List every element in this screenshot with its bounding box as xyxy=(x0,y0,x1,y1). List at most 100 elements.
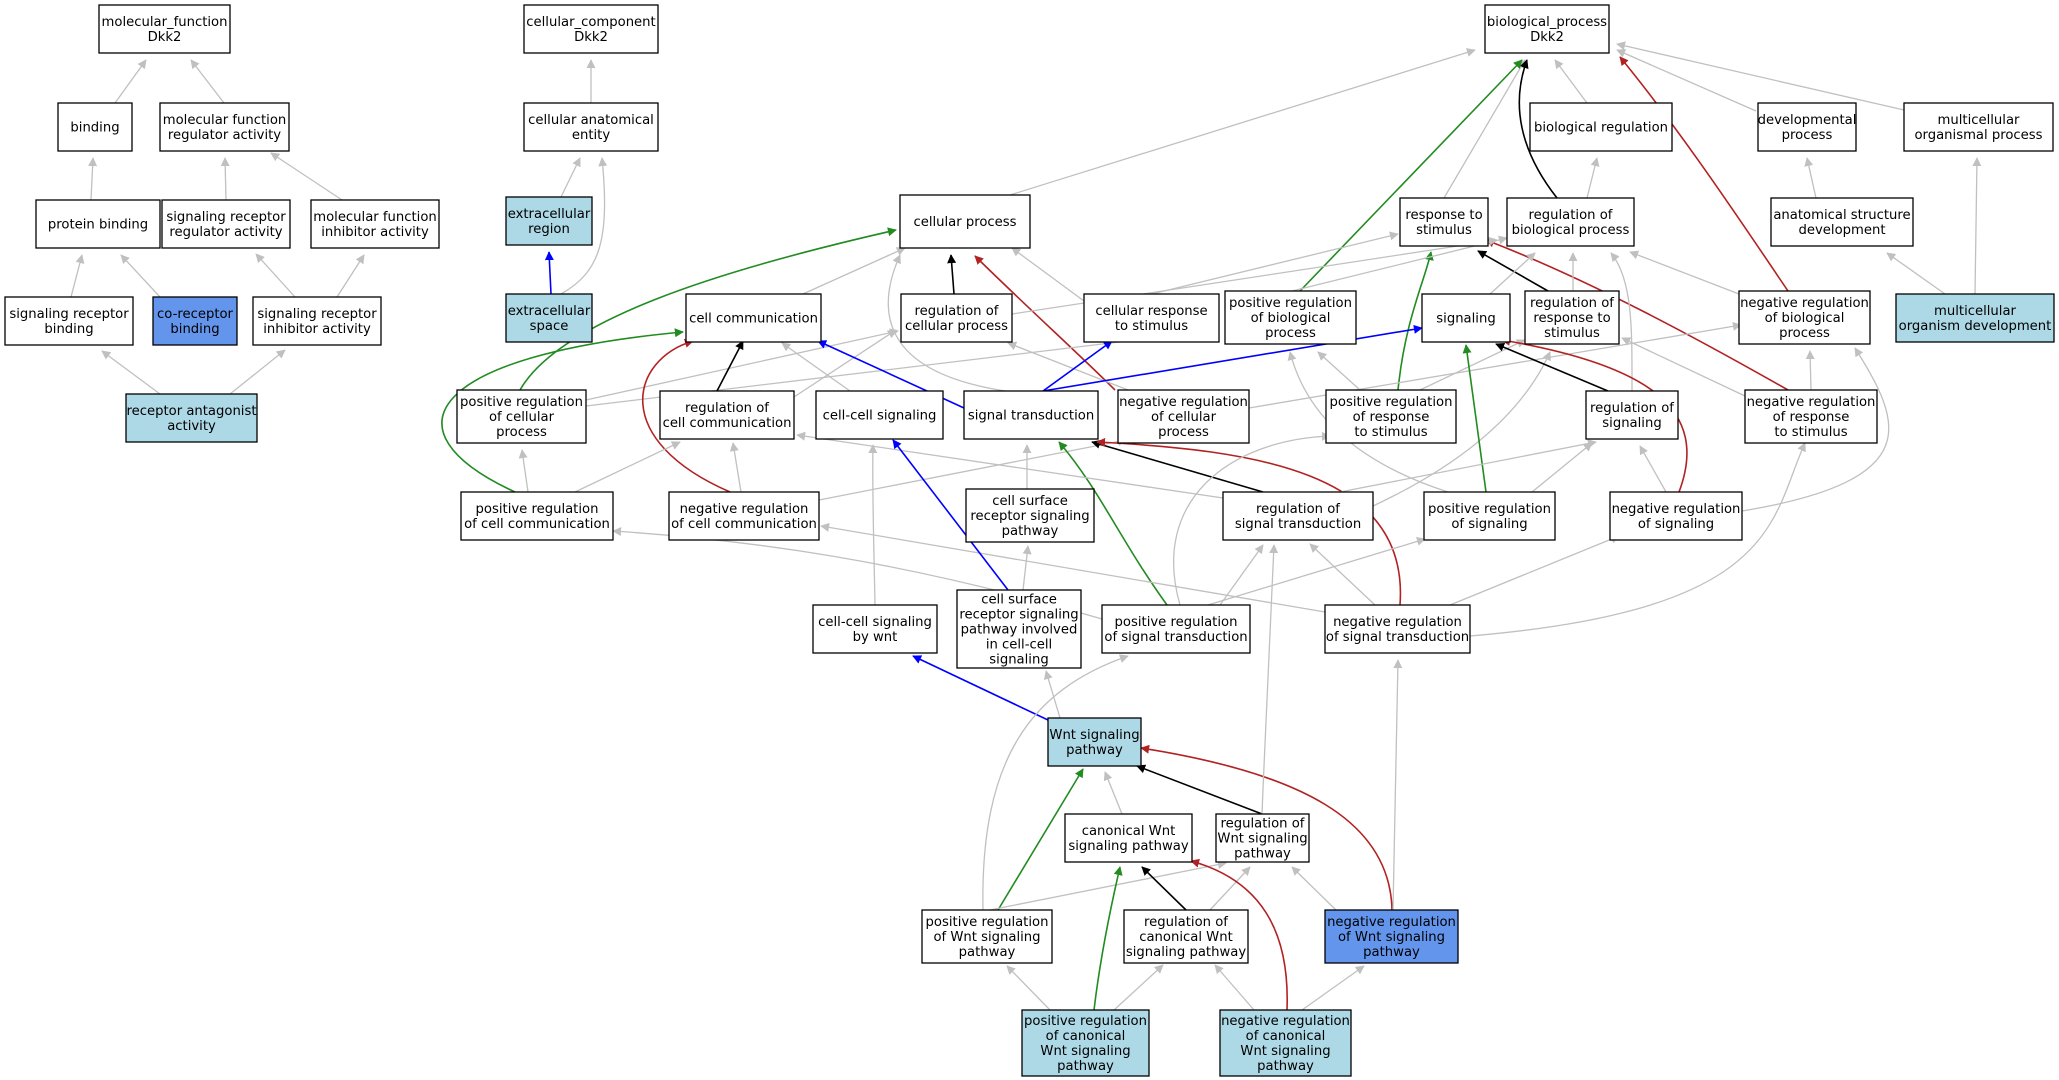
edge-is-a-ecs-to-cae xyxy=(560,157,608,295)
node-label: pathway xyxy=(1002,524,1059,539)
node-sigtrans[interactable]: signal transduction xyxy=(963,390,1099,440)
node-signaling[interactable]: signaling xyxy=(1421,293,1511,343)
node-label: binding xyxy=(170,322,219,337)
node-box xyxy=(900,293,1013,343)
edge-is-a-posregcanwnt-to-regcanwnt xyxy=(1113,964,1164,1011)
node-label: negative regulation xyxy=(1327,915,1456,930)
node-box xyxy=(35,199,161,249)
node-bioreg[interactable]: biological regulation xyxy=(1529,102,1673,152)
node-label: regulator activity xyxy=(168,128,281,143)
node-label: response to xyxy=(1405,208,1482,223)
edge-is-a-mod-to-mop xyxy=(1972,157,1982,295)
node-protbind[interactable]: protein binding xyxy=(35,199,161,249)
node-ccsig[interactable]: cell-cell signaling xyxy=(815,390,944,440)
node-label: biological regulation xyxy=(1534,121,1668,136)
node-label: Dkk2 xyxy=(574,30,608,45)
edge-is-a-negregcanwnt-to-negregwnt xyxy=(1301,965,1365,1011)
node-box xyxy=(4,296,134,346)
node-box xyxy=(921,909,1053,964)
node-label: cell surface xyxy=(981,593,1057,608)
edge-is-a-negregcanwnt-to-regcanwnt xyxy=(1214,964,1255,1011)
node-label: process xyxy=(1779,326,1830,341)
edge-is-a-cellcomm-to-cellproc xyxy=(802,247,906,295)
edge-is-a-asd-to-devproc xyxy=(1804,157,1817,199)
node-box xyxy=(1585,390,1679,440)
node-box xyxy=(125,393,258,443)
node-label: extracellular xyxy=(508,207,591,222)
node-cellcomm[interactable]: cell communication xyxy=(685,293,822,343)
node-label: inhibitor activity xyxy=(321,225,429,240)
node-label: process xyxy=(1782,128,1833,143)
edge-is-a-mop-to-bp xyxy=(1616,41,1905,111)
edge-is-a-mfra-to-mf xyxy=(190,59,225,104)
edge-is-a-negregsig-to-regsig xyxy=(1639,445,1667,493)
edge-is-a-sria-to-mfia xyxy=(336,254,365,298)
edge-is-a-regbp-to-bioreg xyxy=(1586,157,1600,199)
node-box xyxy=(1895,293,2055,343)
node-label: development xyxy=(1799,223,1886,238)
node-box xyxy=(1421,293,1511,343)
node-label: of Wnt signaling xyxy=(1338,930,1445,945)
node-label: extracellular xyxy=(508,304,591,319)
edge-is-a-devproc-to-bp xyxy=(1616,49,1757,112)
node-binding[interactable]: binding xyxy=(57,102,133,152)
edge-positively-regulates-posregcanwnt-to-canwnt xyxy=(1093,866,1123,1011)
node-label: to stimulus xyxy=(1774,425,1847,440)
node-box xyxy=(252,296,382,346)
node-label: regulation of xyxy=(1530,296,1614,311)
node-cellproc[interactable]: cellular process xyxy=(899,194,1031,249)
node-label: pathway xyxy=(959,945,1016,960)
edge-is-a-negregwnt-to-regwnt xyxy=(1291,866,1337,911)
